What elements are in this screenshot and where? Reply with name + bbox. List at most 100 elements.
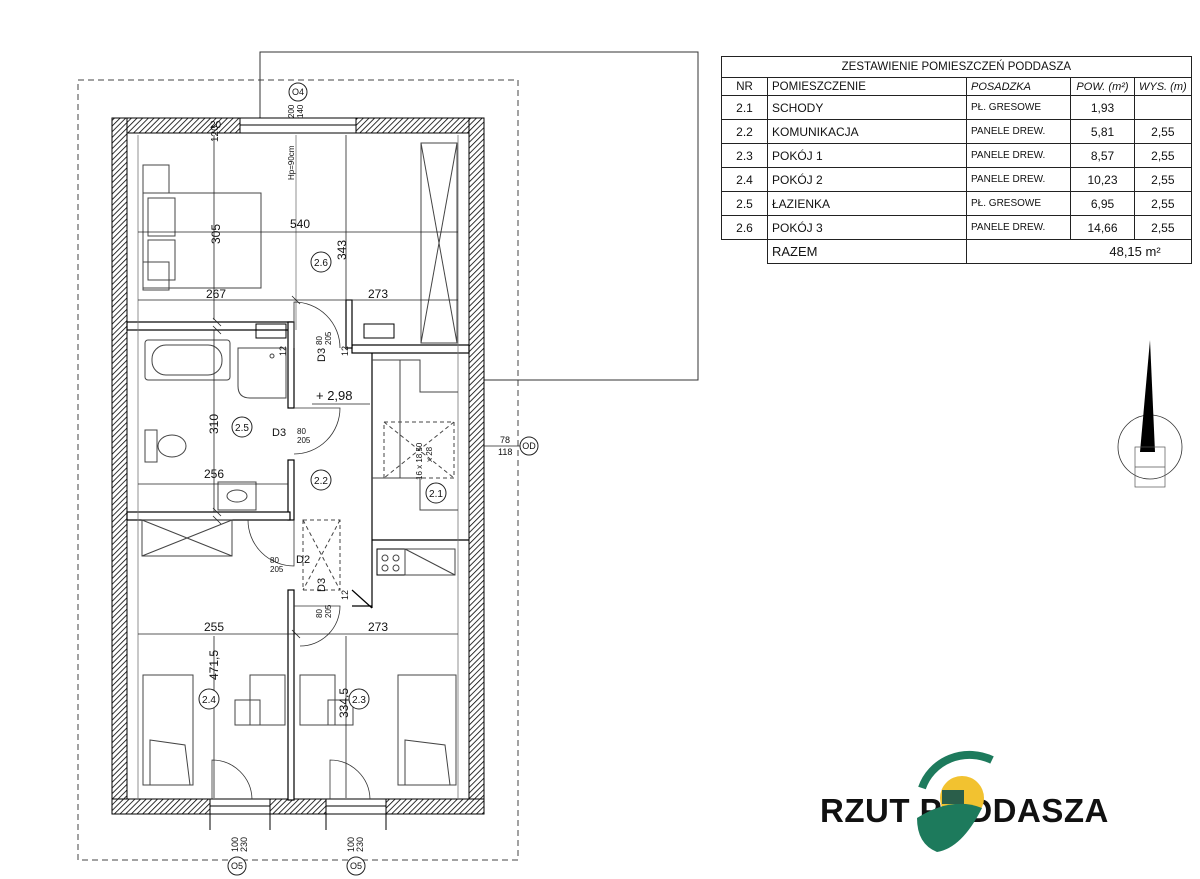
north-arrow-icon xyxy=(1117,340,1183,488)
cell-floor: PŁ. GRESOWE xyxy=(966,191,1071,216)
cell-area: 6,95 xyxy=(1070,191,1135,216)
dim-343: 343 xyxy=(335,240,349,260)
door-width-a: 80 xyxy=(315,336,324,345)
dim-255: 255 xyxy=(204,620,224,634)
door-width-d: 80 xyxy=(315,609,324,618)
svg-text:2.6: 2.6 xyxy=(314,258,328,269)
header-name: POMIESZCZENIE xyxy=(767,77,967,96)
roof-outline xyxy=(77,79,519,861)
room-schedule-table: ZESTAWIENIE POMIESZCZEŃ PODDASZA NR POMI… xyxy=(721,56,1192,264)
cell-name: ŁAZIENKA xyxy=(767,191,967,216)
interior-walls xyxy=(126,299,470,801)
furniture xyxy=(141,142,458,786)
header-nr: NR xyxy=(721,77,768,96)
dim-12-c: 12 xyxy=(278,346,288,356)
svg-text:2.4: 2.4 xyxy=(202,695,216,706)
door-height-b: 205 xyxy=(297,436,311,445)
room-marker-2-2: 2.2 xyxy=(310,469,332,491)
stairs-label-2: x 28 xyxy=(425,446,434,462)
door-code-d3-mid: D3 xyxy=(272,427,286,439)
stairs-label: 16 x 18,50 xyxy=(415,442,424,480)
dim-540: 540 xyxy=(290,217,310,231)
window-dim-118: 118 xyxy=(498,447,512,457)
cell-area: 14,66 xyxy=(1070,215,1135,240)
dim-267: 267 xyxy=(206,287,226,301)
table-caption: ZESTAWIENIE POMIESZCZEŃ PODDASZA xyxy=(721,56,1192,78)
cell-area: 1,93 xyxy=(1070,95,1135,120)
dim-12-b: 12 xyxy=(340,590,350,600)
ceiling-lines xyxy=(137,135,459,800)
cell-nr: 2.1 xyxy=(721,95,768,120)
cell-name: POKÓJ 1 xyxy=(767,143,967,168)
window-dim-230-left: 230 xyxy=(239,837,249,852)
outer-walls xyxy=(111,117,485,830)
door-height-c: 205 xyxy=(270,565,284,574)
window-markers: O4 OD O5 O5 xyxy=(227,82,539,876)
dormer-outline xyxy=(259,51,699,381)
dim-471-5: 471,5 xyxy=(207,650,221,680)
company-logo xyxy=(917,750,994,852)
svg-text:O5: O5 xyxy=(350,861,362,871)
total-label: RAZEM xyxy=(767,239,967,264)
header-height: WYS. (m) xyxy=(1134,77,1192,96)
cell-height: 2,55 xyxy=(1134,143,1192,168)
door-width-b: 80 xyxy=(297,427,306,436)
dim-334-5: 334,5 xyxy=(337,688,351,718)
room-marker-2-3: 2.3 xyxy=(348,688,370,710)
dim-305: 305 xyxy=(209,224,223,244)
dim-273-bottom: 273 xyxy=(368,620,388,634)
table-header-row: NR POMIESZCZENIE POSADZKA POW. (m²) WYS.… xyxy=(721,77,1192,96)
room-marker-2-6: 2.6 xyxy=(310,251,332,273)
cell-area: 5,81 xyxy=(1070,119,1135,144)
room-markers: 2.6 2.5 2.2 2.1 2.4 2.3 xyxy=(198,251,447,710)
svg-text:OD: OD xyxy=(522,441,536,451)
svg-text:2.3: 2.3 xyxy=(352,695,366,706)
door-codes: D3 D3 D3 D2 12 12 12 xyxy=(272,346,350,600)
cell-height: 2,55 xyxy=(1134,167,1192,192)
window-dim-100-right: 100 xyxy=(346,837,356,852)
cell-floor: PANELE DREW. xyxy=(966,119,1071,144)
total-value: 48,15 m² xyxy=(966,239,1192,264)
window-marker-o5-left: O5 xyxy=(227,856,247,876)
cell-floor: PANELE DREW. xyxy=(966,215,1071,240)
small-labels: Hp=90cm 200 140 120 20 78 118 100 230 10… xyxy=(210,104,512,852)
cell-height: 2,55 xyxy=(1134,215,1192,240)
svg-text:2.5: 2.5 xyxy=(235,423,249,434)
cell-height: 2,55 xyxy=(1134,119,1192,144)
dimension-lines xyxy=(138,135,530,798)
dim-310: 310 xyxy=(207,414,221,434)
window-dim-140: 140 xyxy=(296,104,305,118)
cell-nr: 2.5 xyxy=(721,191,768,216)
cell-name: SCHODY xyxy=(767,95,967,120)
window-dim-230-right: 230 xyxy=(355,837,365,852)
svg-text:2.1: 2.1 xyxy=(429,489,443,500)
dim-256: 256 xyxy=(204,467,224,481)
dim-273-top: 273 xyxy=(368,287,388,301)
dimension-labels: 540 305 343 267 273 310 256 255 273 471,… xyxy=(204,217,388,718)
window-dim-20: 20 xyxy=(210,120,222,131)
doors xyxy=(211,301,371,800)
table-total-row: RAZEM 48,15 m² xyxy=(722,239,1192,264)
room-marker-2-5: 2.5 xyxy=(231,416,253,438)
sill-height: Hp=90cm xyxy=(287,145,296,180)
door-code-d3-bottom: D3 xyxy=(316,578,328,592)
room-marker-2-4: 2.4 xyxy=(198,688,220,710)
window-dim-78: 78 xyxy=(500,435,510,445)
cell-height xyxy=(1134,95,1192,120)
window-marker-o5-right: O5 xyxy=(346,856,366,876)
door-height-a: 205 xyxy=(324,331,333,345)
cell-name: KOMUNIKACJA xyxy=(767,119,967,144)
cell-floor: PANELE DREW. xyxy=(966,167,1071,192)
cell-height: 2,55 xyxy=(1134,191,1192,216)
cell-name: POKÓJ 2 xyxy=(767,167,967,192)
cell-floor: PŁ. GRESOWE xyxy=(966,95,1071,120)
cell-area: 10,23 xyxy=(1070,167,1135,192)
level-mark: + 2,98 xyxy=(316,388,353,403)
